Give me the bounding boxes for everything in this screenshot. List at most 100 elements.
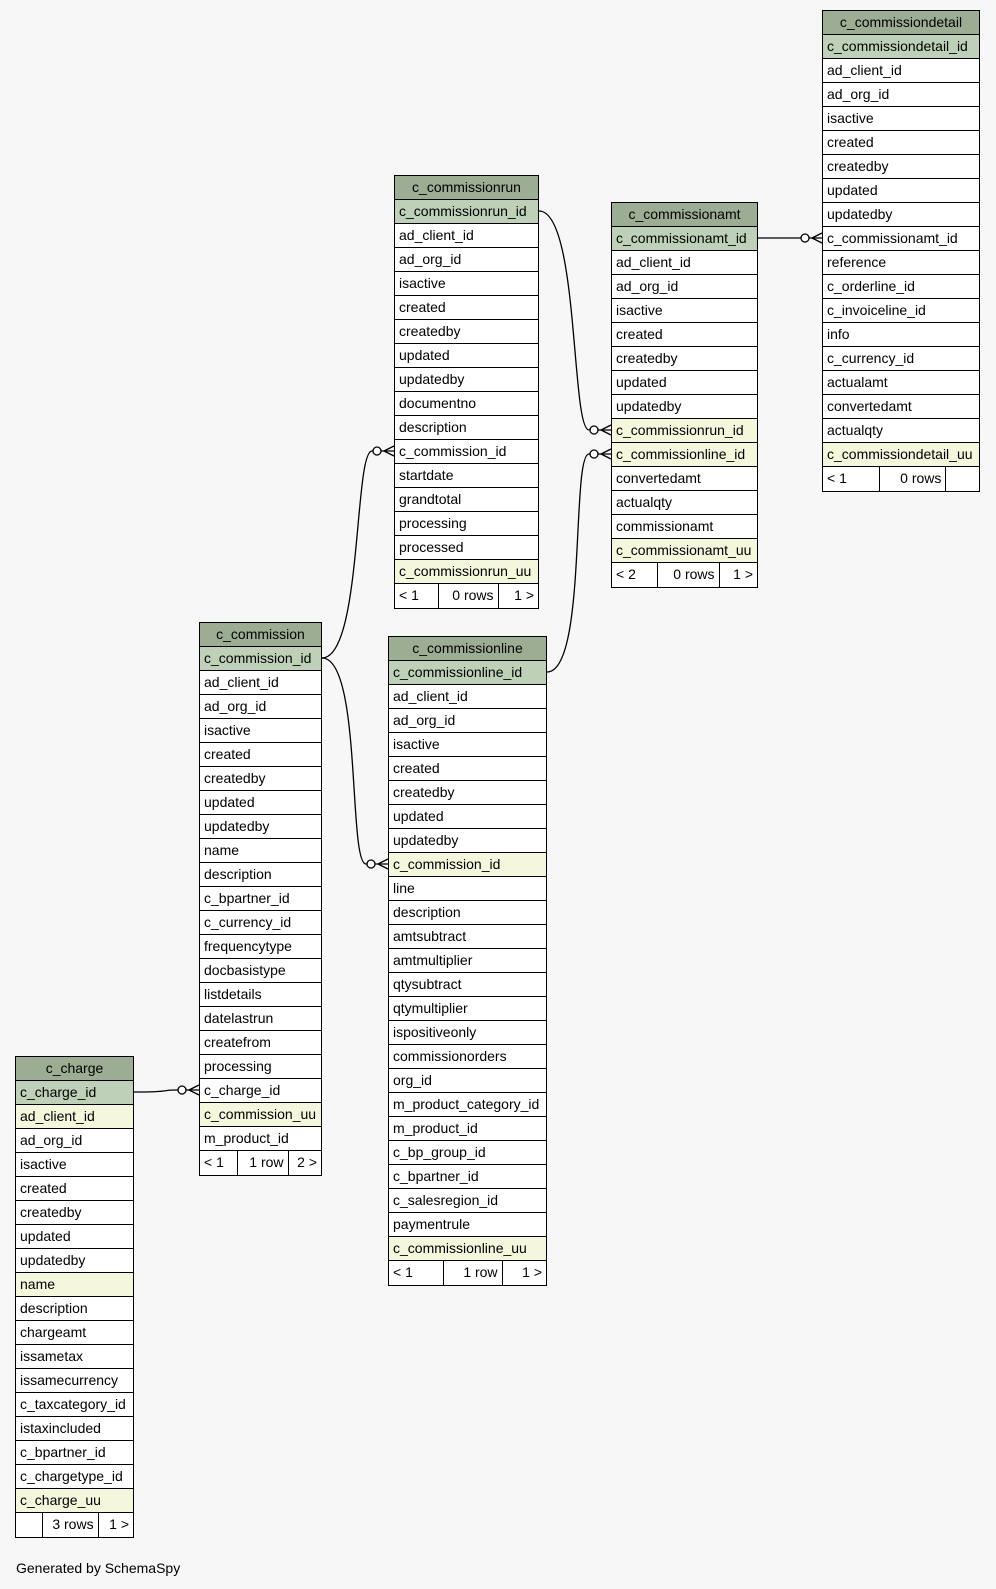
table-column[interactable]: name — [200, 839, 321, 863]
table-column[interactable]: reference — [823, 251, 979, 275]
parents-count[interactable]: < 2 — [612, 563, 659, 587]
table-column[interactable]: updated — [823, 179, 979, 203]
parents-count[interactable]: < 1 — [395, 584, 440, 608]
table-column[interactable]: documentno — [395, 392, 538, 416]
table-column[interactable]: convertedamt — [823, 395, 979, 419]
table-column[interactable]: c_invoiceline_id — [823, 299, 979, 323]
table-column[interactable]: c_currency_id — [823, 347, 979, 371]
table-column[interactable]: created — [395, 296, 538, 320]
table-column[interactable]: createdby — [823, 155, 979, 179]
table-column[interactable]: line — [389, 877, 546, 901]
table-column[interactable]: updated — [389, 805, 546, 829]
table-column[interactable]: actualamt — [823, 371, 979, 395]
primary-key-column[interactable]: c_commissionline_id — [389, 661, 546, 685]
table-column[interactable]: updatedby — [389, 829, 546, 853]
table-column[interactable]: c_commissionrun_uu — [395, 560, 538, 584]
table-column[interactable]: description — [389, 901, 546, 925]
table-column[interactable]: ad_org_id — [612, 275, 757, 299]
table-column[interactable]: ad_client_id — [200, 671, 321, 695]
table-header[interactable]: c_commissionrun — [395, 176, 538, 200]
table-column[interactable]: c_chargetype_id — [16, 1465, 133, 1489]
table-column[interactable]: createdby — [389, 781, 546, 805]
table-column[interactable]: updated — [612, 371, 757, 395]
table-column[interactable]: updatedby — [16, 1249, 133, 1273]
table-column[interactable]: ad_org_id — [16, 1129, 133, 1153]
table-column[interactable]: c_commissionamt_id — [823, 227, 979, 251]
table-column[interactable]: listdetails — [200, 983, 321, 1007]
parents-count[interactable]: < 1 — [823, 467, 881, 491]
table-column[interactable]: updated — [16, 1225, 133, 1249]
table-column[interactable]: created — [200, 743, 321, 767]
table-column[interactable]: frequencytype — [200, 935, 321, 959]
table-column[interactable]: datelastrun — [200, 1007, 321, 1031]
children-count[interactable]: 1 > — [522, 1264, 542, 1280]
table-column[interactable]: isactive — [395, 272, 538, 296]
table-header[interactable]: c_commissiondetail — [823, 11, 979, 35]
parents-count[interactable]: < 1 — [200, 1151, 239, 1175]
table-header[interactable]: c_charge — [16, 1057, 133, 1081]
table-column[interactable]: ad_client_id — [389, 685, 546, 709]
table-column[interactable]: paymentrule — [389, 1213, 546, 1237]
table-header[interactable]: c_commissionamt — [612, 203, 757, 227]
table-column[interactable]: ad_org_id — [395, 248, 538, 272]
table-column[interactable]: qtysubtract — [389, 973, 546, 997]
table-column[interactable]: ad_client_id — [823, 59, 979, 83]
table-column[interactable]: info — [823, 323, 979, 347]
table-column[interactable]: istaxincluded — [16, 1417, 133, 1441]
table-column[interactable]: c_commissionline_id — [612, 443, 757, 467]
table-column[interactable]: c_commission_uu — [200, 1103, 321, 1127]
table-column[interactable]: createdby — [16, 1201, 133, 1225]
table-column[interactable]: processing — [200, 1055, 321, 1079]
table-column[interactable]: c_charge_uu — [16, 1489, 133, 1513]
table-column[interactable]: updatedby — [612, 395, 757, 419]
table-column[interactable]: c_commission_id — [389, 853, 546, 877]
table-column[interactable]: ad_org_id — [389, 709, 546, 733]
table-column[interactable]: updatedby — [395, 368, 538, 392]
table-column[interactable]: isactive — [823, 107, 979, 131]
parents-count[interactable]: < 1 — [389, 1261, 445, 1285]
table-column[interactable]: ad_client_id — [612, 251, 757, 275]
primary-key-column[interactable]: c_commissionrun_id — [395, 200, 538, 224]
table-column[interactable]: ad_client_id — [16, 1105, 133, 1129]
table-column[interactable]: description — [200, 863, 321, 887]
table-column[interactable]: c_taxcategory_id — [16, 1393, 133, 1417]
table-column[interactable]: c_charge_id — [200, 1079, 321, 1103]
table-column[interactable]: updatedby — [823, 203, 979, 227]
children-count[interactable]: 1 > — [514, 587, 534, 603]
table-column[interactable]: updatedby — [200, 815, 321, 839]
table-column[interactable]: updated — [395, 344, 538, 368]
table-column[interactable]: qtymultiplier — [389, 997, 546, 1021]
children-count[interactable]: 1 > — [109, 1516, 129, 1532]
table-column[interactable]: m_product_id — [200, 1127, 321, 1151]
children-count[interactable] — [946, 467, 979, 491]
table-column[interactable]: startdate — [395, 464, 538, 488]
table-column[interactable]: ad_client_id — [395, 224, 538, 248]
table-column[interactable]: org_id — [389, 1069, 546, 1093]
table-column[interactable]: chargeamt — [16, 1321, 133, 1345]
table-column[interactable]: createdby — [395, 320, 538, 344]
table-column[interactable]: isactive — [612, 299, 757, 323]
table-column[interactable]: actualqty — [612, 491, 757, 515]
table-column[interactable]: amtsubtract — [389, 925, 546, 949]
table-column[interactable]: created — [612, 323, 757, 347]
table-column[interactable]: createdby — [200, 767, 321, 791]
children-count[interactable]: 2 > — [297, 1154, 317, 1170]
table-column[interactable]: created — [16, 1177, 133, 1201]
table-column[interactable]: description — [16, 1297, 133, 1321]
table-column[interactable]: issametax — [16, 1345, 133, 1369]
table-column[interactable]: c_commissionline_uu — [389, 1237, 546, 1261]
table-column[interactable]: amtmultiplier — [389, 949, 546, 973]
table-column[interactable]: ad_org_id — [823, 83, 979, 107]
table-column[interactable]: ad_org_id — [200, 695, 321, 719]
table-column[interactable]: name — [16, 1273, 133, 1297]
table-column[interactable]: c_bpartner_id — [200, 887, 321, 911]
table-header[interactable]: c_commission — [200, 623, 321, 647]
table-column[interactable]: c_commissionrun_id — [612, 419, 757, 443]
primary-key-column[interactable]: c_commissionamt_id — [612, 227, 757, 251]
table-column[interactable]: c_bp_group_id — [389, 1141, 546, 1165]
